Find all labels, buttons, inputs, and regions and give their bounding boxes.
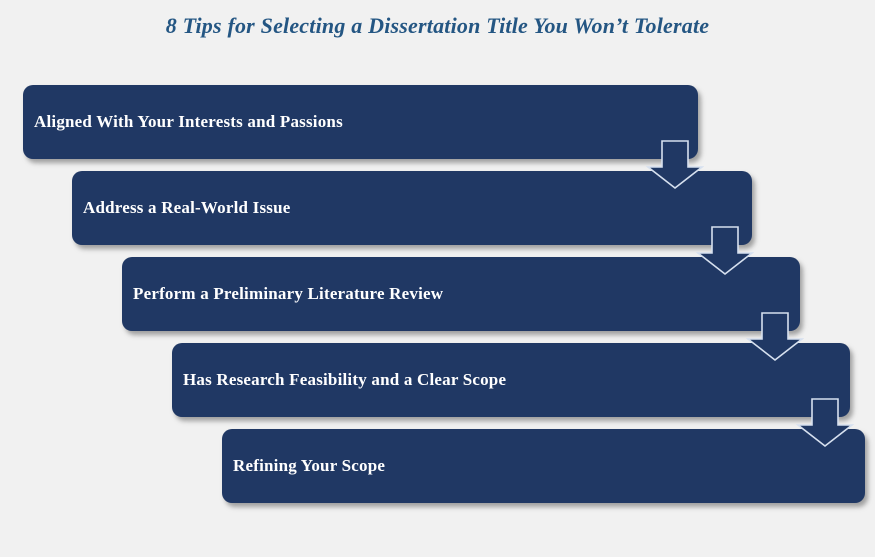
step-bar-3: Perform a Preliminary Literature Review — [122, 257, 800, 331]
step-label: Aligned With Your Interests and Passions — [34, 112, 343, 131]
step-label: Refining Your Scope — [233, 456, 386, 475]
down-arrow-icon — [746, 312, 804, 362]
down-arrow-icon — [696, 226, 754, 276]
step-label: Address a Real-World Issue — [83, 198, 291, 217]
step-bar-2: Address a Real-World Issue — [72, 171, 752, 245]
step-bar-1: Aligned With Your Interests and Passions — [23, 85, 698, 159]
step-bar-5: Refining Your Scope — [222, 429, 865, 503]
step-label: Perform a Preliminary Literature Review — [133, 284, 444, 303]
down-arrow-icon — [796, 398, 854, 448]
down-arrow-icon — [646, 140, 704, 190]
step-label: Has Research Feasibility and a Clear Sco… — [183, 370, 507, 389]
page-title: 8 Tips for Selecting a Dissertation Titl… — [165, 13, 710, 38]
step-bar-4: Has Research Feasibility and a Clear Sco… — [172, 343, 850, 417]
